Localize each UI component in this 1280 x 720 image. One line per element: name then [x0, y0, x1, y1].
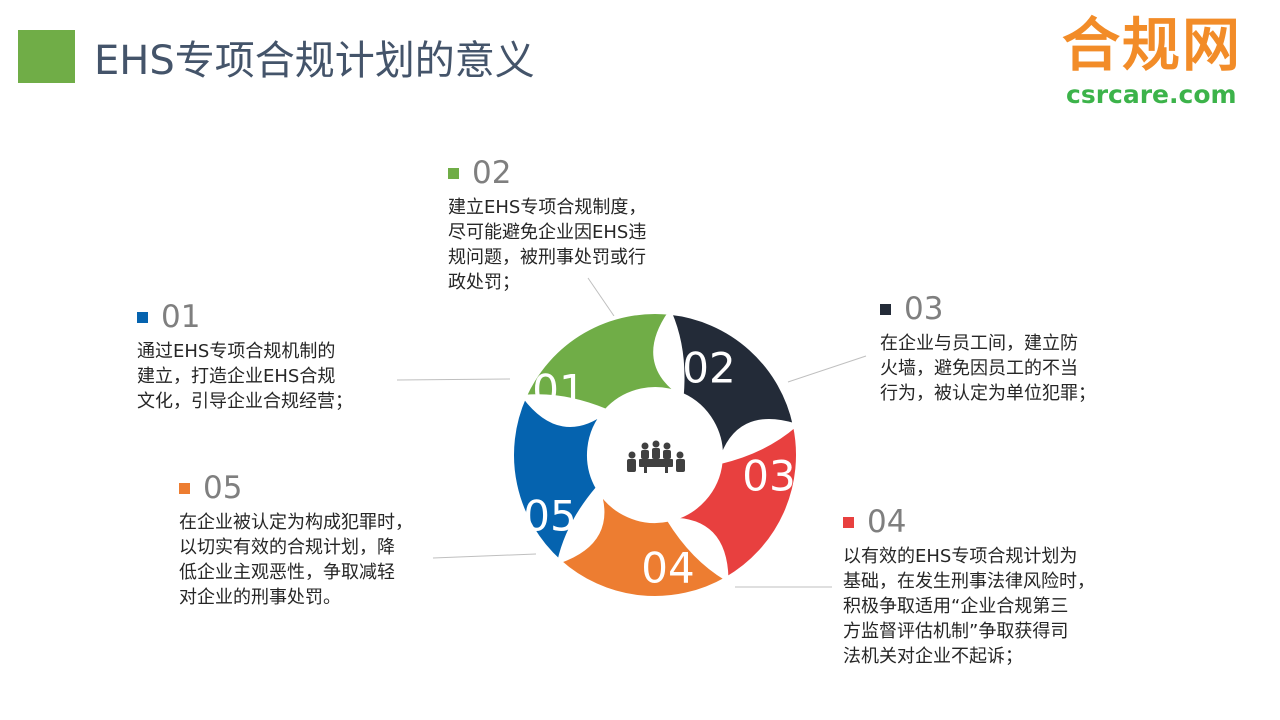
cycle-segment-05 — [557, 486, 729, 600]
segment-number-04: 04 — [641, 544, 694, 593]
text-line: 在企业被认定为构成犯罪时， — [179, 512, 413, 533]
text-line: 尽可能避免企业因EHS违 — [448, 222, 647, 243]
title-accent-block — [18, 30, 75, 83]
item-01: 01 通过EHS专项合规机制的 建立，打造企业EHS合规 文化，引导企业合规经营… — [137, 302, 387, 414]
connector-line-02 — [587, 277, 615, 317]
text-line: 建立EHS专项合规制度， — [448, 197, 647, 218]
connector-line-05 — [432, 553, 537, 559]
segment-number-03: 03 — [742, 452, 795, 501]
text-line: 对企业的刑事处罚。 — [179, 587, 341, 608]
text-line: 方监督评估机制”争取获得司 — [843, 621, 1069, 642]
text-line: 在企业与员工间，建立防 — [880, 333, 1078, 354]
item-number: 03 — [904, 291, 944, 327]
text-line: 以有效的EHS专项合规计划为 — [843, 546, 1078, 567]
item-number: 04 — [867, 504, 907, 540]
item-02: 02 建立EHS专项合规制度， 尽可能避免企业因EHS违 规问题，被刑事处罚或行… — [448, 158, 693, 295]
cycle-segment-01 — [510, 394, 608, 564]
bullet-square — [843, 517, 854, 528]
segment-number-01: 01 — [532, 366, 585, 415]
text-line: 火墙，避免因员工的不当 — [880, 358, 1078, 379]
text-line: 法机关对企业不起诉； — [843, 646, 1023, 667]
text-line: 文化，引导企业合规经营； — [137, 391, 353, 412]
item-description: 建立EHS专项合规制度， 尽可能避免企业因EHS违 规问题，被刑事处罚或行 政处… — [448, 195, 693, 295]
item-number: 05 — [203, 470, 243, 506]
logo-text-en: csrcare.com — [1066, 80, 1237, 109]
item-number: 01 — [161, 299, 201, 335]
logo-text-cn: 合规网 — [1062, 11, 1243, 79]
item-number: 02 — [472, 155, 512, 191]
cycle-segment-04 — [666, 423, 800, 581]
bullet-square — [137, 312, 148, 323]
bullet-square — [880, 304, 891, 315]
bullet-square — [179, 483, 190, 494]
page-title: EHS专项合规计划的意义 — [94, 38, 535, 84]
text-line: 通过EHS专项合规机制的 — [137, 341, 336, 362]
text-line: 政处罚； — [448, 272, 520, 293]
item-04: 04 以有效的EHS专项合规计划为 基础，在发生刑事法律风险时， 积极争取适用“… — [843, 507, 1143, 669]
meeting-people-icon — [627, 440, 685, 473]
text-line: 规问题，被刑事处罚或行 — [448, 247, 646, 268]
text-line: 低企业主观恶性，争取减轻 — [179, 562, 395, 583]
connector-line-01 — [396, 378, 511, 381]
item-description: 在企业与员工间，建立防 火墙，避免因员工的不当 行为，被认定为单位犯罪； — [880, 331, 1150, 406]
bullet-square — [448, 168, 459, 179]
text-line: 以切实有效的合规计划，降 — [179, 537, 395, 558]
text-line: 基础，在发生刑事法律风险时， — [843, 571, 1095, 592]
cycle-segment-03 — [667, 310, 797, 464]
item-description: 通过EHS专项合规机制的 建立，打造企业EHS合规 文化，引导企业合规经营； — [137, 339, 387, 414]
segment-number-05: 05 — [523, 492, 576, 541]
text-line: 建立，打造企业EHS合规 — [137, 366, 336, 387]
item-05: 05 在企业被认定为构成犯罪时， 以切实有效的合规计划，降 低企业主观恶性，争取… — [179, 473, 449, 610]
item-03: 03 在企业与员工间，建立防 火墙，避免因员工的不当 行为，被认定为单位犯罪； — [880, 294, 1150, 406]
item-description: 以有效的EHS专项合规计划为 基础，在发生刑事法律风险时， 积极争取适用“企业合… — [843, 544, 1143, 669]
segment-number-02: 02 — [682, 344, 735, 393]
connector-line-03 — [787, 355, 867, 383]
cycle-segment-02 — [522, 310, 684, 413]
text-line: 积极争取适用“企业合规第三 — [843, 596, 1069, 617]
text-line: 行为，被认定为单位犯罪； — [880, 383, 1096, 404]
item-description: 在企业被认定为构成犯罪时， 以切实有效的合规计划，降 低企业主观恶性，争取减轻 … — [179, 510, 449, 610]
